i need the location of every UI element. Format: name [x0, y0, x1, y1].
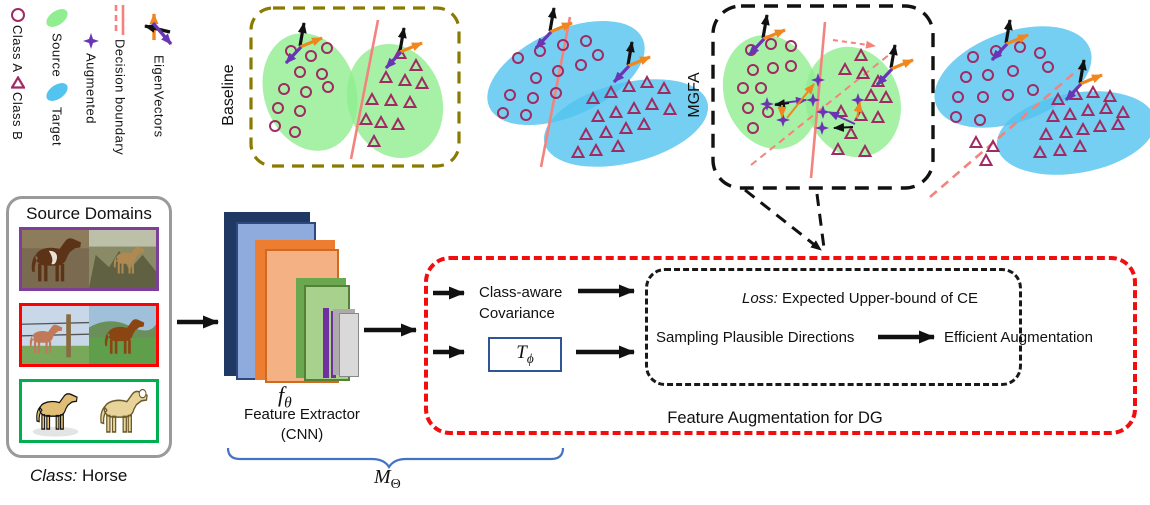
legend-source-target: Source Target — [44, 6, 70, 146]
extractor-label: Feature Extractor — [244, 406, 360, 423]
target-label: Target — [49, 107, 65, 147]
loss-label: Loss: Expected Upper-bound of CE — [742, 290, 978, 307]
efficient-augmentation-label: Efficient Augmentation — [944, 329, 1093, 346]
callout-tail-right — [815, 193, 826, 249]
augmented-points — [760, 73, 865, 135]
boundary-shift-arrow — [832, 39, 876, 49]
decision-boundary-line — [539, 16, 572, 168]
decision-boundary-dashed-line — [929, 60, 1089, 198]
class-b-points — [570, 74, 678, 158]
decision-boundary-line — [349, 19, 380, 160]
tphi-symbol: Tϕ — [516, 342, 534, 366]
class-caption: Class: Horse — [30, 466, 127, 486]
legend-eigenvectors: EigenVectors — [138, 6, 180, 138]
source-domains-box: Source Domains — [6, 196, 172, 458]
decision-boundary-label: Decision boundary — [112, 39, 128, 156]
domain-row-photos — [19, 303, 159, 367]
class-a-points — [269, 42, 334, 138]
horse-cartoon-2 — [89, 382, 156, 440]
callout-tail-left — [744, 188, 822, 252]
legend-class-markers: Class A Class B — [10, 8, 25, 140]
class-b-points — [358, 45, 430, 147]
loss-sampling-box — [645, 268, 1022, 386]
source-domains-title: Source Domains — [26, 204, 152, 223]
baseline-panel — [249, 6, 461, 168]
sampling-label: Sampling Plausible Directions — [656, 329, 855, 346]
domain-row-cartoons — [19, 379, 159, 443]
source-cluster-b — [805, 46, 901, 158]
extractor-symbol: fθ — [278, 382, 292, 412]
class-caption-prefix: Class: — [30, 466, 78, 485]
model-underbrace — [226, 447, 565, 470]
augmented-label: Augmented — [83, 53, 99, 124]
feature-augmentation-label: Feature Augmentation for DG — [667, 409, 883, 427]
augmented-star-icon — [83, 33, 99, 49]
eigenvectors-icon — [144, 13, 173, 46]
horse-photo-2 — [89, 306, 156, 364]
class-a-label: Class A — [10, 25, 25, 73]
class-b-label: Class B — [10, 91, 25, 140]
cnn-layer-purple-1 — [323, 308, 329, 378]
extractor-sublabel: (CNN) — [280, 426, 324, 443]
class-b-points — [968, 84, 1131, 166]
class-caption-value: Horse — [77, 466, 128, 485]
horse-painting-1 — [22, 230, 89, 288]
baseline-dashed-border — [249, 6, 461, 168]
mgfa-panel — [711, 4, 935, 252]
baseline-panel-label: Baseline — [220, 64, 237, 126]
cnn-layer-gray — [339, 313, 359, 377]
horse-painting-2 — [89, 230, 156, 288]
decision-boundary-icon — [114, 5, 125, 35]
augmentation-direction-arrows — [774, 83, 863, 132]
feature-augmentation-box — [424, 256, 1137, 435]
mgfa-dashed-border — [711, 4, 935, 190]
model-symbol: MΘ — [374, 466, 401, 492]
class-a-icon — [10, 8, 25, 22]
target-ellipse-icon — [46, 83, 68, 102]
mgfa-target-panel — [929, 5, 1150, 198]
class-b-icon — [10, 75, 25, 89]
source-label: Source — [49, 33, 65, 78]
domain-row-paintings — [19, 227, 159, 291]
transform-tphi-box: Tϕ — [488, 337, 562, 372]
alt-boundary-dashed — [750, 49, 896, 166]
legend-decision-boundary: Decision boundary — [112, 4, 128, 155]
source-ellipse-icon — [46, 9, 68, 27]
horse-photo-1 — [22, 306, 89, 364]
horse-cartoon-1 — [22, 382, 89, 440]
legend-augmented: Augmented — [82, 32, 100, 124]
baseline-target-panel — [487, 3, 708, 168]
eigenvectors-label: EigenVectors — [151, 55, 167, 138]
